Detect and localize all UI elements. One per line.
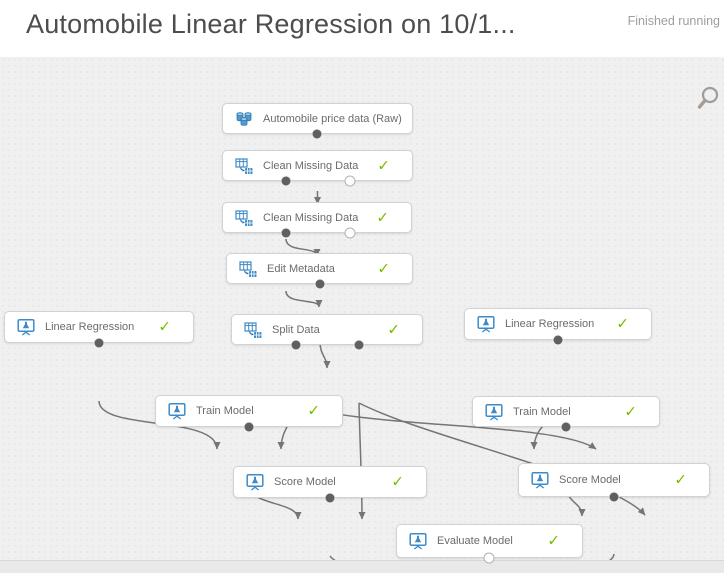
node-edit-metadata[interactable]: Edit Metadata ✓ <box>226 253 413 284</box>
experiment-title: Automobile Linear Regression on 10/1... <box>26 9 516 39</box>
node-split-data[interactable]: Split Data ✓ <box>231 314 423 345</box>
success-check-icon: ✓ <box>624 403 637 420</box>
grid-icon <box>234 208 254 228</box>
node-label: Clean Missing Data <box>263 159 359 172</box>
success-check-icon: ✓ <box>391 473 404 491</box>
output-port[interactable] <box>344 175 356 187</box>
output-port[interactable] <box>281 176 291 186</box>
success-check-icon: ✓ <box>547 532 560 550</box>
node-clean-missing-data-1[interactable]: Clean Missing Data ✓ <box>222 150 413 181</box>
success-check-icon: ✓ <box>377 157 390 174</box>
connector-clean-missing-data-2-to-edit-metadata <box>285 290 323 308</box>
node-label: Automobile price data (Raw) <box>263 112 402 125</box>
node-linear-regression-right[interactable]: Linear Regression ✓ <box>464 308 652 340</box>
node-label: Train Model <box>196 405 254 417</box>
model-icon <box>484 402 504 422</box>
output-port[interactable] <box>94 338 104 348</box>
success-check-icon: ✓ <box>158 318 171 336</box>
horizontal-scrollbar[interactable] <box>0 560 724 573</box>
node-label: Linear Regression <box>505 318 595 330</box>
node-label: Linear Regression <box>45 321 135 333</box>
run-status-text: Finished running <box>627 14 720 28</box>
node-clean-missing-data-2[interactable]: Clean Missing Data ✓ <box>222 202 412 233</box>
grid-icon <box>234 156 254 176</box>
zoom-search-icon[interactable] <box>694 84 724 116</box>
output-port[interactable] <box>344 227 356 239</box>
model-icon <box>167 401 187 421</box>
node-label: Score Model <box>274 476 336 488</box>
success-check-icon: ✓ <box>307 402 320 420</box>
success-check-icon: ✓ <box>674 471 687 489</box>
node-label: Clean Missing Data <box>263 211 359 224</box>
success-check-icon: ✓ <box>377 260 390 277</box>
output-port[interactable] <box>315 279 325 289</box>
output-port[interactable] <box>609 492 619 502</box>
node-label: Edit Metadata <box>267 262 335 275</box>
output-port[interactable] <box>244 422 254 432</box>
success-check-icon: ✓ <box>616 315 629 333</box>
output-port[interactable] <box>553 335 563 345</box>
output-port[interactable] <box>291 340 301 350</box>
output-port[interactable] <box>483 552 495 564</box>
model-icon <box>476 314 496 334</box>
success-check-icon: ✓ <box>387 321 400 338</box>
node-linear-regression-left[interactable]: Linear Regression ✓ <box>4 311 194 343</box>
node-label: Train Model <box>513 405 571 418</box>
dataset-icon <box>234 109 254 129</box>
output-port[interactable] <box>281 228 291 238</box>
success-check-icon: ✓ <box>376 209 389 226</box>
connector-split-data-to-score-model-left <box>358 402 366 520</box>
output-port[interactable] <box>325 493 335 503</box>
node-label: Split Data <box>272 323 320 336</box>
output-port[interactable] <box>312 129 322 139</box>
grid-icon <box>238 259 258 279</box>
grid-icon <box>243 320 263 340</box>
model-icon <box>245 472 265 492</box>
model-icon <box>408 531 428 551</box>
node-label: Score Model <box>559 474 621 486</box>
node-label: Evaluate Model <box>437 535 513 547</box>
model-icon <box>16 317 36 337</box>
output-port[interactable] <box>354 340 364 350</box>
model-icon <box>530 470 550 490</box>
output-port[interactable] <box>561 422 571 432</box>
header-bar: Automobile Linear Regression on 10/1... … <box>0 0 724 57</box>
connector-edit-metadata-to-split-data <box>319 341 331 369</box>
